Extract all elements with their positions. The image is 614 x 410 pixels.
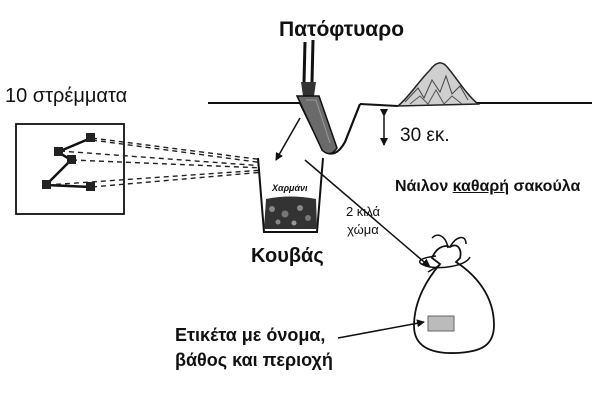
label-note: Ετικέτα με όνομα, βάθος και περιοχή <box>175 323 333 373</box>
bucket-caption: Κουβάς <box>251 245 324 267</box>
soil-amount-label: 2 κιλά χώμα <box>338 203 388 239</box>
bag-icon <box>413 234 495 354</box>
dashed-lines <box>46 137 265 188</box>
bag-caption-part3: σακούλα <box>509 178 581 195</box>
field-area-label: 10 στρέμματα <box>5 85 128 107</box>
bucket-icon <box>257 157 324 233</box>
bucket-to-bag-arrow <box>304 159 431 268</box>
sample-point <box>86 182 95 191</box>
spade-to-bucket-arrow <box>275 117 301 161</box>
bag-label-tag <box>427 315 455 332</box>
spade-icon <box>295 39 338 155</box>
sample-point <box>42 180 51 189</box>
field-plot <box>15 123 125 215</box>
soil-amount-line1: 2 κιλά <box>345 204 381 219</box>
bucket-inner-text: Χαρμάνι <box>272 183 308 193</box>
spade-title: Πατόφτυαρο <box>279 18 405 41</box>
label-note-line2: βάθος και περιοχή <box>175 350 333 370</box>
sample-point <box>86 133 95 142</box>
soil-mound <box>395 62 481 107</box>
bag-caption-underlined: καθαρή <box>452 178 510 195</box>
label-arrow <box>337 319 425 339</box>
bag-caption: Νάιλον καθαρή σακούλα <box>395 178 580 196</box>
label-note-line1: Ετικέτα με όνομα, <box>175 325 326 345</box>
sample-point <box>67 155 76 164</box>
soil-amount-line2: χώμα <box>347 222 379 237</box>
bag-caption-part1: Νάιλον <box>395 178 453 195</box>
depth-label: 30 εκ. <box>400 125 450 146</box>
sample-point <box>54 147 63 156</box>
